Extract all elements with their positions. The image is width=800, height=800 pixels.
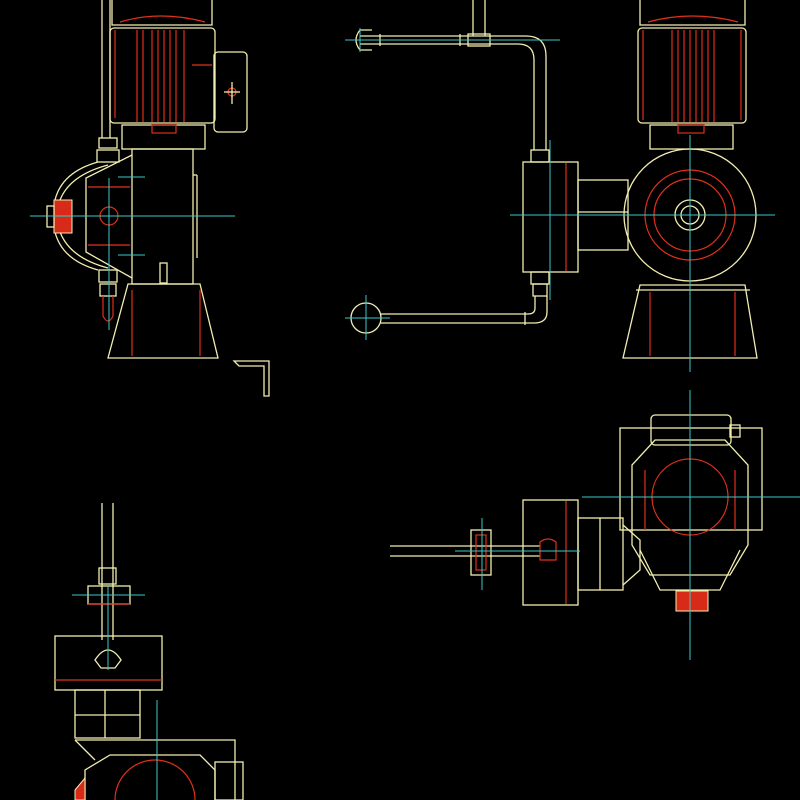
centerlines [455,390,800,660]
suction-pipe [345,271,550,340]
centerlines [72,585,158,800]
adjustment-knob [675,590,709,612]
junction-box [213,51,248,133]
side-pipe [96,0,120,322]
motor [109,0,216,124]
angle-bracket [232,360,270,397]
pipe-connection [390,529,557,576]
motor [637,0,747,124]
motor-flange [121,124,206,150]
motor-outline [619,427,763,531]
pump-base [622,284,758,359]
pump-head [522,499,641,606]
pump-front-view [345,0,775,372]
discharge-pipe [345,0,560,163]
motor-flange [649,124,734,150]
centerlines [510,135,775,372]
pump-partial-view [54,503,244,800]
pump-head [522,161,629,273]
centerlines [30,176,235,330]
pump-top-view [390,390,800,660]
pump-base [107,283,219,359]
gear-housing [631,439,749,576]
pump-side-view [30,0,270,397]
